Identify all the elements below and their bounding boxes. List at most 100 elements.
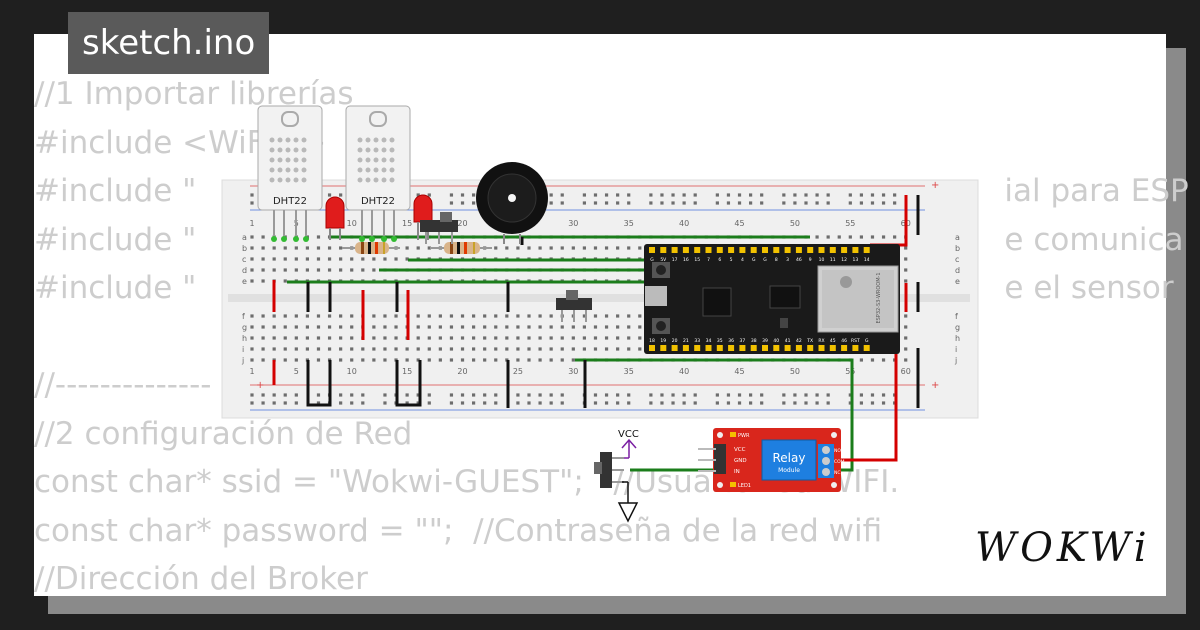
esp32-pin[interactable] — [649, 345, 655, 351]
esp32-pin[interactable] — [671, 345, 678, 351]
relay-module[interactable]: PWR LED1 VCC GND IN Relay Module NO COM … — [698, 428, 845, 492]
relay-label: Relay — [773, 451, 806, 465]
esp32-pin-label: 4 — [741, 257, 744, 263]
row-letter: b — [955, 244, 960, 253]
esp32-pin-label: 33 — [694, 338, 700, 344]
relay-led-pwr-label: PWR — [738, 433, 750, 439]
red-led-1[interactable] — [325, 196, 345, 240]
column-number: 30 — [568, 367, 578, 376]
column-number: 35 — [624, 367, 634, 376]
esp32-pin-label: 6 — [718, 257, 721, 263]
code-line: //Dirección del Broker — [34, 561, 368, 597]
svg-text:+: + — [931, 180, 939, 191]
esp32-pin-label: 5V — [660, 257, 667, 263]
esp32-pin[interactable] — [795, 345, 802, 351]
esp32-pin-label: 42 — [796, 338, 802, 344]
esp32-pin-label: 34 — [706, 338, 712, 344]
esp32-pin-label: 38 — [751, 338, 757, 344]
dht22-sensor-2[interactable]: DHT22 — [345, 105, 411, 242]
esp32-pin-label: 19 — [660, 338, 666, 344]
resistor-2[interactable] — [430, 242, 492, 254]
esp32-pin[interactable] — [829, 345, 836, 351]
esp32-pin[interactable] — [682, 345, 689, 351]
column-number: 35 — [624, 219, 634, 228]
esp32-pin[interactable] — [750, 247, 757, 253]
row-letter: c — [955, 255, 959, 264]
esp32-pin-label: 18 — [649, 338, 655, 344]
code-line: #include " ial para ESP — [34, 173, 1189, 209]
code-line: #include " e el sensor — [34, 270, 1174, 306]
row-letter: d — [242, 266, 247, 275]
esp32-pin[interactable] — [762, 247, 768, 253]
esp32-pin[interactable] — [852, 247, 859, 253]
esp32-pin[interactable] — [773, 247, 780, 253]
wires — [272, 195, 920, 472]
esp32-pin[interactable] — [705, 345, 712, 351]
esp32-pin-label: 36 — [728, 338, 734, 344]
esp32-pin[interactable] — [739, 247, 746, 253]
buzzer[interactable] — [476, 162, 548, 244]
esp32-pin[interactable] — [682, 247, 689, 253]
slide-switch-2[interactable] — [556, 290, 592, 322]
column-number: 45 — [734, 219, 744, 228]
svg-text:+: + — [256, 380, 264, 391]
resistor-1[interactable] — [342, 242, 400, 254]
esp32-pin[interactable] — [671, 247, 678, 253]
esp32-pin[interactable] — [863, 345, 870, 351]
row-letter: e — [242, 277, 247, 286]
esp32-pin[interactable] — [694, 247, 701, 253]
esp32-pin[interactable] — [841, 345, 848, 351]
relay-pin-no: NO — [834, 448, 841, 454]
vcc-label: VCC — [618, 429, 639, 440]
esp32-pin[interactable] — [728, 247, 735, 253]
esp32-pin-label: 8 — [775, 257, 778, 263]
row-letter: e — [955, 277, 960, 286]
esp32-pin[interactable] — [728, 345, 735, 351]
esp32-pin[interactable] — [739, 345, 746, 351]
esp32-pin-label: 12 — [841, 257, 847, 263]
relay-sublabel: Module — [778, 467, 800, 474]
esp32-pin[interactable] — [807, 247, 814, 253]
esp32-pin[interactable] — [660, 345, 667, 351]
slide-switch-1[interactable] — [420, 212, 458, 244]
esp32-pin-label: 40 — [773, 338, 779, 344]
esp32-pin[interactable] — [660, 247, 667, 253]
esp32-pin[interactable] — [795, 247, 802, 253]
esp32-pin-label: 11 — [830, 257, 836, 263]
row-letter: j — [954, 356, 957, 365]
esp32-pin[interactable] — [863, 247, 870, 253]
esp32-pin[interactable] — [818, 247, 825, 253]
esp32-pin-label: G — [752, 257, 756, 263]
row-letter: i — [242, 345, 244, 354]
relay-led1-label: LED1 — [738, 483, 751, 489]
esp32-pin[interactable] — [694, 345, 701, 351]
esp32-pin[interactable] — [716, 345, 723, 351]
esp32-pin[interactable] — [818, 345, 825, 351]
slide-switch-3[interactable] — [594, 452, 624, 488]
esp32-pin[interactable] — [750, 345, 757, 351]
esp32-pin[interactable] — [705, 247, 712, 253]
esp32-pin-label: 7 — [707, 257, 710, 263]
esp32-pin[interactable] — [773, 345, 780, 351]
esp32-pin-label: 45 — [830, 338, 836, 344]
row-letter: f — [242, 312, 245, 321]
esp32-pin[interactable] — [784, 345, 791, 351]
esp32-pin-label: 37 — [740, 338, 746, 344]
column-number: 25 — [513, 367, 523, 376]
esp32-pin[interactable] — [784, 247, 791, 253]
esp32-pin-label: 39 — [762, 338, 768, 344]
esp32-pin[interactable] — [716, 247, 723, 253]
esp32-pin[interactable] — [762, 345, 768, 351]
dht22-sensor-1[interactable]: DHT22 — [257, 105, 323, 242]
esp32-pin[interactable] — [807, 345, 814, 351]
esp32-pin-label: 13 — [853, 257, 859, 263]
esp32-pin[interactable] — [829, 247, 836, 253]
esp32-pin[interactable] — [649, 247, 655, 253]
esp32-pin[interactable] — [841, 247, 848, 253]
esp32-pin[interactable] — [852, 345, 859, 351]
row-letter: a — [242, 233, 247, 242]
esp32-pin-label: 35 — [717, 338, 723, 344]
esp32-pin-label: G — [650, 257, 654, 263]
column-number: 40 — [679, 219, 689, 228]
